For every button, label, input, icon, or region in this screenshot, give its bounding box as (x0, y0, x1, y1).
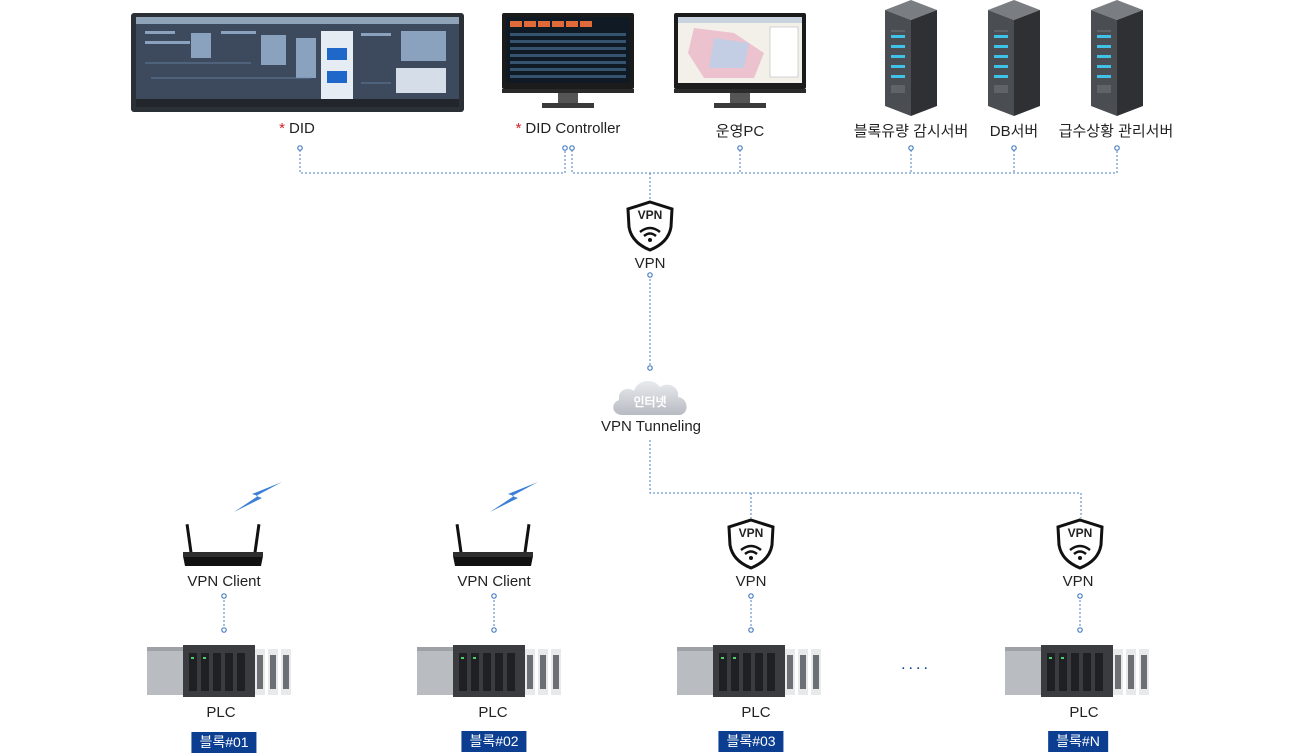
router-icon (451, 522, 535, 570)
more-blocks-ellipsis: .... (901, 656, 931, 673)
did-label: *DID (279, 120, 315, 137)
block-monitor-server-label: 블록유량 감시서버 (853, 123, 969, 140)
did-controller-label: *DID Controller (515, 120, 621, 137)
block-monitor-server-image (879, 0, 943, 116)
wireless-signal-icon (488, 480, 540, 514)
ops-pc-monitor-image (674, 13, 806, 109)
block2-plc-label: PLC (478, 704, 508, 721)
supply-server-image (1085, 0, 1149, 116)
blockN-tag: 블록#N (1048, 731, 1108, 752)
plc-image (677, 643, 827, 698)
db-server-label: DB서버 (989, 123, 1039, 140)
db-server-image (982, 0, 1046, 116)
plc-image (417, 643, 567, 698)
blockN-device-label: VPN (1062, 573, 1094, 590)
vpn-label: VPN (634, 255, 666, 272)
cloud-icon: 인터넷 (608, 375, 692, 417)
vpn-badge-text: VPN (738, 526, 764, 540)
block1-device-label: VPN Client (187, 573, 261, 590)
blockN-plc-label: PLC (1069, 704, 1099, 721)
cloud-text: 인터넷 (633, 395, 667, 409)
required-star: * (279, 120, 285, 137)
vpn-shield-icon: VPN (1054, 518, 1106, 570)
vpn-tunneling-label: VPN Tunneling (600, 418, 702, 435)
did-controller-monitor-image (502, 13, 634, 109)
plc-image (147, 643, 297, 698)
required-star: * (515, 120, 522, 137)
block3-tag: 블록#03 (718, 731, 784, 752)
block1-tag: 블록#01 (191, 732, 257, 753)
wireless-signal-icon (232, 480, 284, 514)
ops-pc-label: 운영PC (715, 123, 765, 140)
router-icon (181, 522, 265, 570)
supply-server-label: 급수상황 관리서버 (1058, 123, 1174, 140)
vpn-badge-text: VPN (1067, 526, 1093, 540)
block3-device-label: VPN (735, 573, 767, 590)
plc-image (1005, 643, 1155, 698)
did-screen-image (131, 13, 464, 112)
block1-plc-label: PLC (206, 704, 236, 721)
block2-device-label: VPN Client (457, 573, 531, 590)
block3-plc-label: PLC (741, 704, 771, 721)
vpn-shield-icon: VPN (725, 518, 777, 570)
vpn-badge-text: VPN (637, 208, 663, 222)
block2-tag: 블록#02 (461, 731, 527, 752)
vpn-shield-icon: VPN (624, 200, 676, 252)
